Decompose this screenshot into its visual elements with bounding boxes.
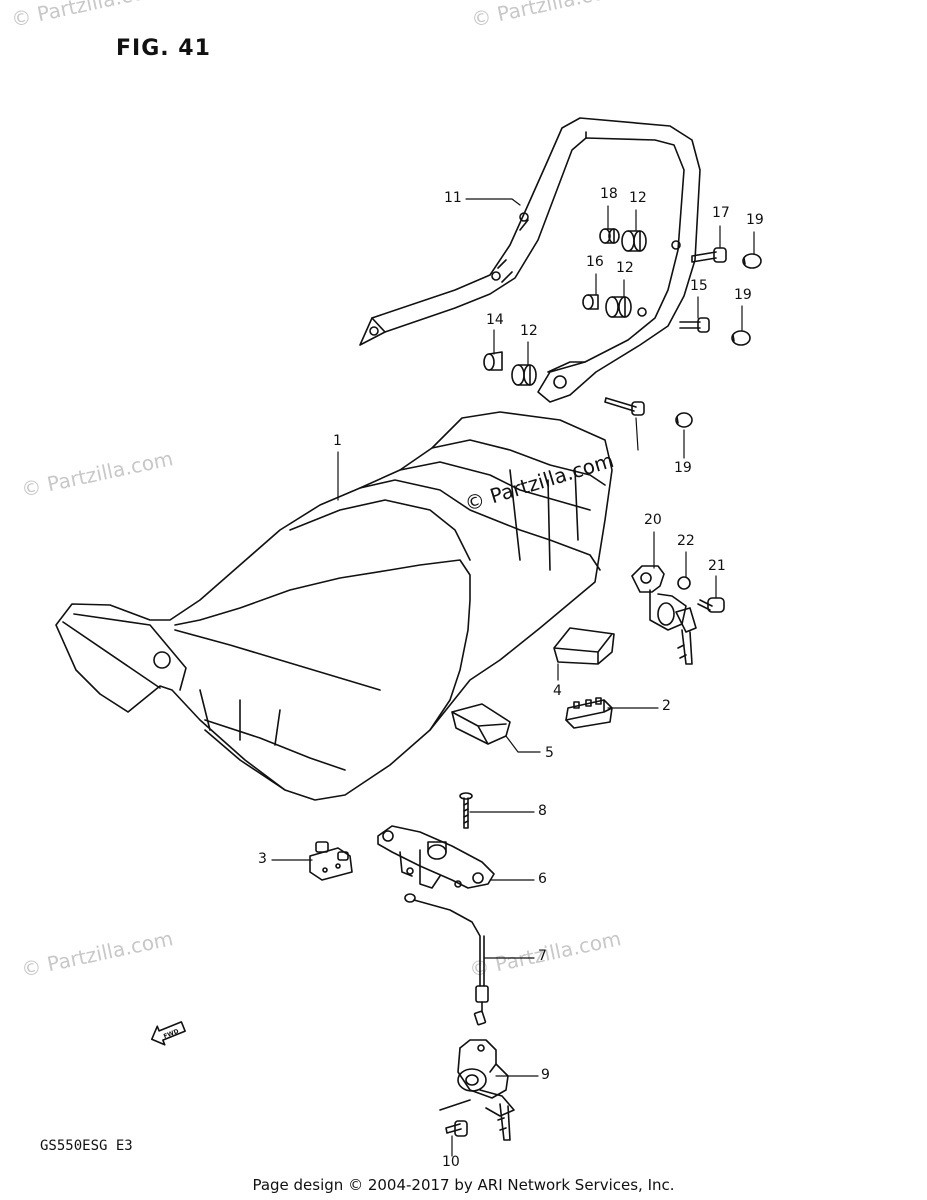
hinge-bracket-6 bbox=[377, 825, 495, 889]
cushion-block bbox=[565, 697, 613, 729]
fwd-arrow-icon: FWD bbox=[150, 1021, 186, 1046]
callout-3: 3 bbox=[258, 851, 267, 867]
callout-19: 19 bbox=[746, 212, 764, 228]
seat-pad bbox=[553, 627, 615, 665]
callout-19: 19 bbox=[674, 460, 692, 476]
callout-21: 21 bbox=[708, 558, 726, 574]
footer-copyright: Page design © 2004-2017 by ARI Network S… bbox=[252, 1176, 675, 1194]
screw-8 bbox=[459, 792, 473, 829]
callout-12: 12 bbox=[520, 323, 538, 339]
callout-10: 10 bbox=[442, 1154, 460, 1170]
screw-10 bbox=[445, 1120, 468, 1137]
callout-5: 5 bbox=[545, 745, 554, 761]
rail-collars bbox=[483, 228, 647, 386]
seat-lock-9 bbox=[439, 1039, 515, 1141]
callout-18: 18 bbox=[600, 186, 618, 202]
callout-9: 9 bbox=[541, 1067, 550, 1083]
callout-2: 2 bbox=[662, 698, 671, 714]
leader-lines bbox=[271, 198, 755, 1157]
callout-7: 7 bbox=[538, 948, 547, 964]
callout-12: 12 bbox=[629, 190, 647, 206]
callout-6: 6 bbox=[538, 871, 547, 887]
foam-strip bbox=[451, 703, 511, 745]
model-code: GS550ESG E3 bbox=[40, 1138, 133, 1154]
callout-16: 16 bbox=[586, 254, 604, 270]
callout-1: 1 bbox=[333, 433, 342, 449]
grab-rail bbox=[359, 117, 701, 403]
callout-4: 4 bbox=[553, 683, 562, 699]
callout-17: 17 bbox=[712, 205, 730, 221]
callout-20: 20 bbox=[644, 512, 662, 528]
callout-11: 11 bbox=[444, 190, 462, 206]
callout-15: 15 bbox=[690, 278, 708, 294]
seat-assembly bbox=[55, 411, 613, 801]
callout-22: 22 bbox=[677, 533, 695, 549]
figure-title: FIG. 41 bbox=[116, 36, 211, 61]
callout-8: 8 bbox=[538, 803, 547, 819]
stopper-3 bbox=[309, 841, 353, 881]
seat-cable-7 bbox=[404, 893, 489, 1026]
callout-19: 19 bbox=[734, 287, 752, 303]
callout-14: 14 bbox=[486, 312, 504, 328]
rail-bolts bbox=[604, 247, 762, 428]
callout-12: 12 bbox=[616, 260, 634, 276]
seat-lock bbox=[631, 565, 725, 665]
